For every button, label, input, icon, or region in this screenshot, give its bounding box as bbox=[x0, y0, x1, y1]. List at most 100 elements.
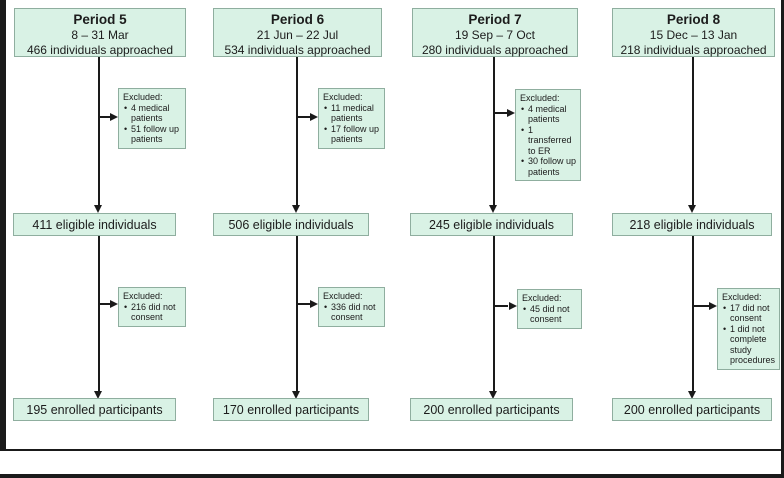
flow-line-down bbox=[692, 236, 694, 392]
enrolled-box: 200 enrolled participants bbox=[612, 398, 772, 421]
excluded-heading: Excluded: bbox=[323, 291, 363, 301]
flow-line-branch bbox=[297, 116, 310, 118]
period-dates: 21 Jun – 22 Jul bbox=[256, 28, 339, 42]
excluded-list: 216 did not consent bbox=[123, 302, 182, 323]
flow-line-branch bbox=[494, 112, 507, 114]
flow-line-branch bbox=[494, 305, 508, 307]
excluded-box: Excluded: 45 did not consent bbox=[517, 289, 582, 329]
period-title: Period 5 bbox=[73, 12, 127, 27]
flow-line-down bbox=[493, 57, 495, 206]
excluded-box: Excluded: 336 did not consent bbox=[318, 287, 385, 327]
excluded-heading: Excluded: bbox=[520, 93, 560, 103]
excluded-item: 336 did not consent bbox=[323, 302, 381, 323]
excluded-item: 4 medical patients bbox=[123, 103, 182, 124]
enrolled-box: 200 enrolled participants bbox=[410, 398, 573, 421]
excluded-item: 30 follow up patients bbox=[520, 156, 577, 177]
arrow-right-icon bbox=[509, 302, 517, 310]
excluded-item: 1 transferred to ER bbox=[520, 125, 577, 157]
arrow-down-icon bbox=[94, 205, 102, 213]
flow-line-branch bbox=[99, 303, 112, 305]
eligible-count: 411 eligible individuals bbox=[32, 217, 157, 232]
period-title: Period 6 bbox=[270, 12, 325, 27]
flow-line-down bbox=[493, 236, 495, 392]
eligible-box: 411 eligible individuals bbox=[13, 213, 176, 236]
period-header-box: Period 8 15 Dec – 13 Jan 218 individuals… bbox=[612, 8, 775, 57]
excluded-heading: Excluded: bbox=[323, 92, 363, 102]
flow-line-down bbox=[98, 236, 100, 392]
period-header-box: Period 5 8 – 31 Mar 466 individuals appr… bbox=[14, 8, 186, 57]
arrow-right-icon bbox=[310, 113, 318, 121]
eligible-box: 218 eligible individuals bbox=[612, 213, 772, 236]
excluded-list: 4 medical patients 51 follow up patients bbox=[123, 103, 182, 145]
flow-line-branch bbox=[99, 116, 112, 118]
excluded-list: 45 did not consent bbox=[522, 304, 578, 325]
excluded-box: Excluded: 11 medical patients 17 follow … bbox=[318, 88, 385, 149]
eligible-count: 218 eligible individuals bbox=[629, 217, 755, 232]
excluded-heading: Excluded: bbox=[522, 293, 562, 303]
flow-line-down bbox=[296, 236, 298, 392]
flow-line-down bbox=[296, 57, 298, 206]
excluded-list: 17 did not consent 1 did not complete st… bbox=[722, 303, 776, 366]
eligible-box: 506 eligible individuals bbox=[213, 213, 369, 236]
excluded-item: 1 did not complete study procedures bbox=[722, 324, 776, 366]
arrow-down-icon bbox=[292, 205, 300, 213]
approached-count: 280 individuals approached bbox=[421, 42, 569, 57]
horizontal-divider bbox=[0, 449, 784, 451]
excluded-heading: Excluded: bbox=[123, 291, 163, 301]
arrow-down-icon bbox=[688, 391, 696, 399]
excluded-item: 11 medical patients bbox=[323, 103, 381, 124]
excluded-item: 51 follow up patients bbox=[123, 124, 182, 145]
period-dates: 15 Dec – 13 Jan bbox=[649, 28, 738, 42]
excluded-heading: Excluded: bbox=[123, 92, 163, 102]
arrow-right-icon bbox=[709, 302, 717, 310]
excluded-item: 17 follow up patients bbox=[323, 124, 381, 145]
enrolled-box: 170 enrolled participants bbox=[213, 398, 369, 421]
approached-count: 466 individuals approached bbox=[26, 42, 174, 57]
excluded-box: Excluded: 17 did not consent 1 did not c… bbox=[717, 288, 780, 370]
flow-line-down bbox=[98, 57, 100, 206]
excluded-list: 11 medical patients 17 follow up patient… bbox=[323, 103, 381, 145]
right-border bbox=[781, 0, 784, 478]
enrolled-count: 195 enrolled participants bbox=[26, 402, 163, 417]
approached-count: 534 individuals approached bbox=[224, 42, 371, 57]
excluded-box: Excluded: 4 medical patients 1 transferr… bbox=[515, 89, 581, 181]
excluded-item: 45 did not consent bbox=[522, 304, 578, 325]
excluded-box: Excluded: 216 did not consent bbox=[118, 287, 186, 327]
flow-line-down bbox=[692, 57, 694, 206]
arrow-right-icon bbox=[110, 300, 118, 308]
excluded-item: 4 medical patients bbox=[520, 104, 577, 125]
left-border bbox=[0, 0, 6, 451]
arrow-down-icon bbox=[94, 391, 102, 399]
period-dates: 8 – 31 Mar bbox=[71, 28, 129, 42]
excluded-list: 336 did not consent bbox=[323, 302, 381, 323]
excluded-box: Excluded: 4 medical patients 51 follow u… bbox=[118, 88, 186, 149]
excluded-heading: Excluded: bbox=[722, 292, 762, 302]
flow-line-branch bbox=[297, 303, 310, 305]
arrow-right-icon bbox=[110, 113, 118, 121]
enrolled-count: 200 enrolled participants bbox=[423, 402, 560, 417]
eligible-count: 506 eligible individuals bbox=[228, 217, 354, 232]
enrolled-box: 195 enrolled participants bbox=[13, 398, 176, 421]
empty-caption-row bbox=[0, 451, 784, 474]
arrow-down-icon bbox=[489, 391, 497, 399]
excluded-list: 4 medical patients 1 transferred to ER 3… bbox=[520, 104, 577, 178]
arrow-down-icon bbox=[688, 205, 696, 213]
enrolled-count: 170 enrolled participants bbox=[222, 402, 360, 417]
period-dates: 19 Sep – 7 Oct bbox=[454, 28, 536, 42]
arrow-right-icon bbox=[507, 109, 515, 117]
period-title: Period 8 bbox=[666, 12, 721, 27]
bottom-border bbox=[0, 474, 784, 478]
arrow-right-icon bbox=[310, 300, 318, 308]
period-title: Period 7 bbox=[468, 12, 522, 27]
eligible-box: 245 eligible individuals bbox=[410, 213, 573, 236]
period-header-box: Period 7 19 Sep – 7 Oct 280 individuals … bbox=[412, 8, 578, 57]
approached-count: 218 individuals approached bbox=[620, 42, 767, 57]
arrow-down-icon bbox=[489, 205, 497, 213]
flow-line-branch bbox=[693, 305, 709, 307]
period-header-box: Period 6 21 Jun – 22 Jul 534 individuals… bbox=[213, 8, 382, 57]
excluded-item: 17 did not consent bbox=[722, 303, 776, 324]
enrolled-count: 200 enrolled participants bbox=[623, 402, 761, 417]
excluded-item: 216 did not consent bbox=[123, 302, 182, 323]
arrow-down-icon bbox=[292, 391, 300, 399]
